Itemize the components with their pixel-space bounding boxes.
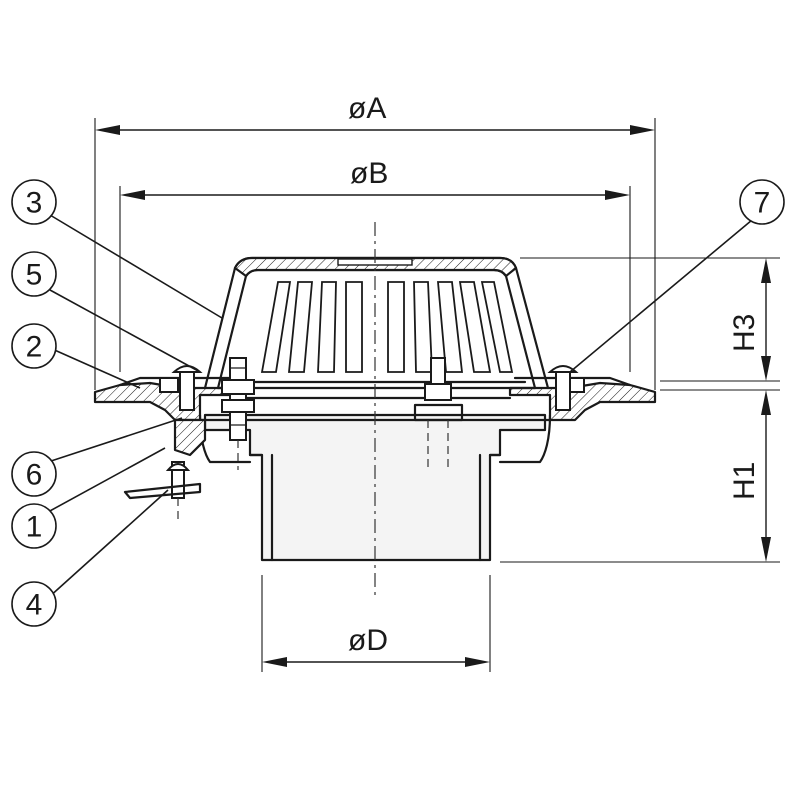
svg-text:2: 2 xyxy=(26,331,43,364)
dimension-h1-label: H1 xyxy=(728,462,761,500)
svg-text:3: 3 xyxy=(26,187,43,220)
drain-body xyxy=(198,413,552,562)
underdeck-clamp xyxy=(123,461,202,520)
dimension-d: øD xyxy=(261,575,491,672)
clamp-bolt-left xyxy=(221,357,255,470)
callout-6: 6 xyxy=(11,451,57,497)
svg-text:7: 7 xyxy=(754,187,771,220)
callout-4: 4 xyxy=(11,581,57,627)
outlet-pipe xyxy=(203,413,547,562)
dimension-d-label: øD xyxy=(348,624,388,657)
dimension-b-label: øB xyxy=(350,157,388,190)
callout-1: 1 xyxy=(11,503,57,549)
callout-3: 3 xyxy=(11,179,57,225)
svg-text:4: 4 xyxy=(26,589,43,622)
dimension-h3: H3 xyxy=(520,257,780,382)
callout-7: 7 xyxy=(739,179,785,225)
gasket-left xyxy=(173,418,207,457)
dimension-h3-label: H3 xyxy=(728,314,761,352)
svg-text:1: 1 xyxy=(26,511,43,544)
center-bolt xyxy=(413,357,464,470)
flange xyxy=(93,376,657,457)
clamp-screw-left xyxy=(159,365,203,411)
dome-strainer xyxy=(203,256,550,390)
dimension-b: øB xyxy=(119,157,631,372)
dimension-a-label: øA xyxy=(348,92,386,125)
callout-leaders xyxy=(47,214,759,599)
callout-5: 5 xyxy=(11,251,57,297)
callout-2: 2 xyxy=(11,323,57,369)
flange-right-section xyxy=(508,381,657,422)
dimension-a: øA xyxy=(94,92,656,390)
dimension-h1: H1 xyxy=(500,389,780,563)
flange-left-section xyxy=(93,381,242,422)
svg-text:5: 5 xyxy=(26,259,43,292)
fasteners xyxy=(123,357,585,520)
clamp-screw-right xyxy=(547,365,585,411)
svg-text:6: 6 xyxy=(26,459,43,492)
